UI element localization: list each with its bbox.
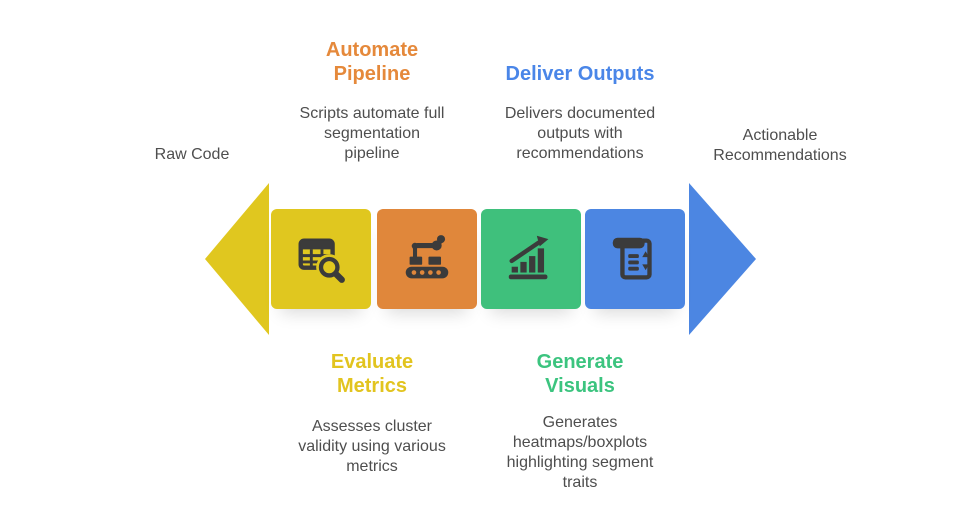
input-arrow-icon — [205, 183, 269, 335]
output-label: Actionable Recommendations — [713, 127, 847, 164]
step-square-evaluate-metrics — [271, 209, 371, 309]
step-title-automate-pipeline: Automate Pipeline — [325, 39, 419, 85]
step-title-evaluate-metrics: Evaluate Metrics — [330, 351, 414, 397]
step-description-automate-pipeline: Scripts automate full segmentation pipel… — [299, 105, 445, 162]
step-square-deliver-outputs — [585, 209, 685, 309]
step-square-automate-pipeline — [377, 209, 477, 309]
step-description-evaluate-metrics: Assesses cluster validity using various … — [298, 418, 446, 475]
step-title-generate-visuals: Generate Visuals — [536, 351, 624, 397]
table-search-icon — [298, 238, 345, 283]
step-description-deliver-outputs: Delivers documented outputs with recomme… — [504, 105, 656, 162]
input-label: Raw Code — [154, 146, 230, 163]
chart-increase-icon — [508, 235, 549, 280]
robot-arm-icon — [405, 235, 449, 279]
step-description-generate-visuals: Generates heatmaps/boxplots highlighting… — [506, 414, 654, 491]
report-icon — [612, 237, 652, 280]
step-square-generate-visuals — [481, 209, 581, 309]
output-arrow-icon — [689, 183, 756, 335]
step-title-deliver-outputs: Deliver Outputs — [505, 63, 655, 85]
